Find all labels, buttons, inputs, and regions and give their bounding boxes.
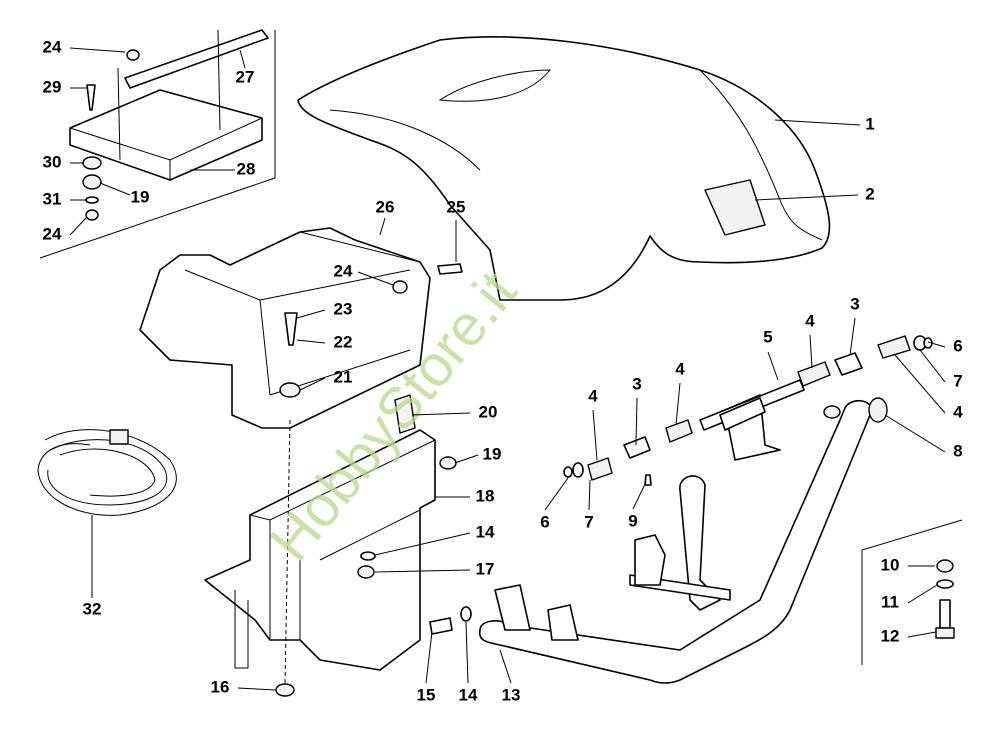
callout-29: 29 <box>43 77 62 96</box>
callout-32: 32 <box>83 599 102 618</box>
callout-16: 16 <box>211 677 230 696</box>
callout-1: 1 <box>865 114 874 133</box>
battery-clamp <box>124 29 269 89</box>
callout-4: 4 <box>675 359 685 378</box>
battery-box <box>139 227 463 429</box>
callout-3: 3 <box>850 294 859 313</box>
battery-bracket <box>204 394 457 697</box>
callout-21: 21 <box>334 367 353 386</box>
callout-7: 7 <box>584 512 593 531</box>
callout-4: 4 <box>588 386 598 405</box>
callout-22: 22 <box>334 332 353 351</box>
callout-12: 12 <box>881 626 900 645</box>
callout-8: 8 <box>953 441 962 460</box>
callout-18: 18 <box>476 486 495 505</box>
callout-15: 15 <box>417 685 436 704</box>
callout-27: 27 <box>236 67 255 86</box>
callout-31: 31 <box>43 189 62 208</box>
callout-4: 4 <box>953 402 963 421</box>
callout-14: 14 <box>459 685 478 704</box>
callout-9: 9 <box>628 511 637 530</box>
hinge-assembly <box>429 335 933 635</box>
callout-24: 24 <box>43 224 62 243</box>
rubber-bush <box>394 394 416 434</box>
callout-10: 10 <box>881 555 900 574</box>
callout-19: 19 <box>483 444 502 463</box>
callout-23: 23 <box>334 299 353 318</box>
callout-20: 20 <box>479 402 498 421</box>
inset-divider-bolts <box>861 519 963 665</box>
hood-opening <box>704 179 766 236</box>
battery-tray <box>69 29 269 221</box>
callout-6: 6 <box>953 336 962 355</box>
callout-19: 19 <box>131 187 150 206</box>
callout-6: 6 <box>540 512 549 531</box>
callout-17: 17 <box>476 559 495 578</box>
callout-11: 11 <box>881 592 899 611</box>
callout-3: 3 <box>632 374 641 393</box>
callout-7: 7 <box>953 371 962 390</box>
callout-26: 26 <box>376 197 395 216</box>
callout-13: 13 <box>502 685 521 704</box>
bolt-set <box>935 559 955 639</box>
hood-cover <box>297 36 831 301</box>
callout-24: 24 <box>334 261 353 280</box>
callout-5: 5 <box>763 327 772 346</box>
callout-30: 30 <box>43 152 62 171</box>
leader-lines <box>69 47 946 691</box>
callout-25: 25 <box>447 197 466 216</box>
callouts: 24 29 27 30 28 31 19 24 26 25 24 23 22 2… <box>43 37 964 704</box>
callout-4: 4 <box>805 311 815 330</box>
callout-14: 14 <box>476 522 495 541</box>
inset-divider-battery <box>39 30 276 259</box>
callout-28: 28 <box>237 159 256 178</box>
wiring-harness <box>37 429 177 516</box>
callout-24: 24 <box>43 37 62 56</box>
callout-2: 2 <box>865 184 874 203</box>
